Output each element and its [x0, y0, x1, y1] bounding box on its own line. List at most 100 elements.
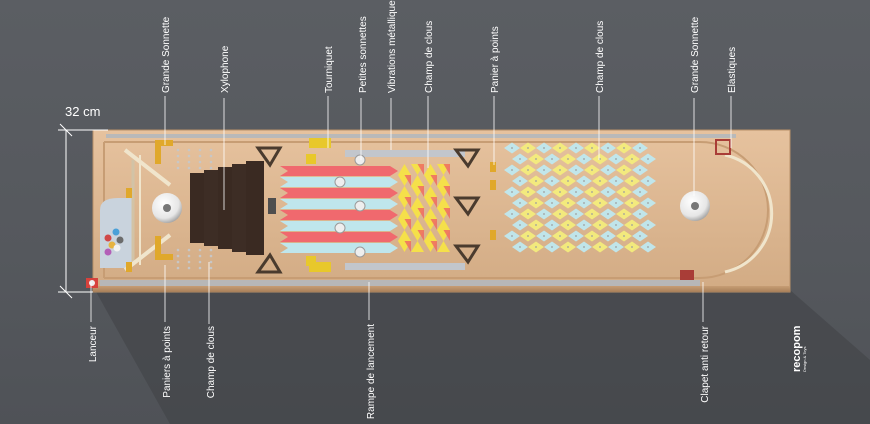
- nail: [591, 191, 593, 193]
- small-bell: [354, 154, 366, 166]
- leader-lines-top: [164, 96, 732, 210]
- nail: [647, 158, 649, 160]
- nail: [575, 147, 577, 149]
- triangle-field: [398, 164, 450, 252]
- logo-subtext: Design & Toys: [802, 347, 807, 373]
- nail: [198, 160, 202, 164]
- nail: [583, 246, 585, 248]
- triangle: [398, 230, 411, 241]
- nail: [209, 160, 213, 164]
- nail: [187, 166, 191, 170]
- nail: [543, 213, 545, 215]
- nail: [551, 180, 553, 182]
- nail: [187, 266, 191, 270]
- vibrations-metalliques-bottom: [345, 263, 465, 270]
- triangle: [411, 219, 424, 230]
- nail: [187, 248, 191, 252]
- nail: [198, 154, 202, 158]
- nail: [551, 224, 553, 226]
- label-lanceur: Lanceur: [88, 325, 99, 362]
- small-bell: [354, 246, 366, 258]
- nail: [631, 202, 633, 204]
- nail: [511, 147, 513, 149]
- nail: [209, 148, 213, 152]
- triangle: [437, 219, 450, 230]
- nail: [519, 158, 521, 160]
- nail: [209, 248, 213, 252]
- nail: [583, 202, 585, 204]
- nail: [575, 213, 577, 215]
- nail: [607, 147, 609, 149]
- triangle-pins-right: [453, 148, 481, 265]
- nail: [527, 169, 529, 171]
- vibrations-metalliques-top: [345, 150, 465, 157]
- triangle: [411, 197, 424, 208]
- recopom-logo: recopom Design & Toys: [791, 325, 807, 372]
- label-panier-a-points: Panier à points: [490, 26, 501, 93]
- nail: [187, 254, 191, 258]
- triangle: [398, 164, 411, 175]
- nail: [623, 191, 625, 193]
- nail: [567, 158, 569, 160]
- nail: [511, 191, 513, 193]
- label-champ-de-clous-bottom: Champ de clous: [206, 326, 217, 398]
- nail: [176, 260, 180, 264]
- panier-a-points-middle: [490, 162, 496, 240]
- nail: [527, 147, 529, 149]
- tourniquet: [306, 138, 331, 272]
- elastiques-rail: [724, 153, 774, 274]
- board-shadow: [95, 290, 870, 424]
- triangle-accent: [404, 175, 411, 186]
- nail: [543, 169, 545, 171]
- label-xylophone: Xylophone: [220, 45, 231, 93]
- nail: [511, 213, 513, 215]
- nail: [567, 202, 569, 204]
- nail: [543, 191, 545, 193]
- leader-lines-bottom: [90, 262, 704, 324]
- triangle-accent: [404, 241, 411, 252]
- label-tourniquet: Tourniquet: [324, 46, 335, 93]
- board-edge: [93, 286, 790, 292]
- labels-top: Grande Sonnette Xylophone Tourniquet Pet…: [161, 0, 738, 93]
- nail: [631, 246, 633, 248]
- triangle-accent: [417, 230, 424, 241]
- triangle: [424, 208, 437, 219]
- grande-sonnette-right-bell: [680, 191, 710, 221]
- label-elastiques: Elastiques: [727, 47, 738, 93]
- nail: [176, 154, 180, 158]
- launcher-knob: [89, 280, 95, 286]
- triangle-accent: [417, 186, 424, 197]
- grande-sonnette-left-bell: [152, 193, 182, 223]
- nail: [551, 158, 553, 160]
- nail: [187, 260, 191, 264]
- diamond-nail-field: [504, 142, 656, 253]
- dimension-marker: 32 cm: [58, 104, 108, 299]
- triangle: [411, 175, 424, 186]
- nail: [583, 158, 585, 160]
- left-bumper-bottom: [123, 233, 172, 272]
- nail: [551, 202, 553, 204]
- stripe: [280, 188, 398, 198]
- nail: [551, 246, 553, 248]
- nail: [607, 169, 609, 171]
- nail: [583, 180, 585, 182]
- nail: [187, 160, 191, 164]
- nail: [198, 254, 202, 258]
- small-bell: [334, 176, 346, 188]
- triangle-accent: [443, 164, 450, 175]
- left-bumper-top: [123, 148, 172, 187]
- triangle-accent: [417, 208, 424, 219]
- nail: [198, 166, 202, 170]
- triangle: [437, 175, 450, 186]
- nail: [187, 148, 191, 152]
- nail: [209, 154, 213, 158]
- nail: [176, 248, 180, 252]
- nail: [631, 158, 633, 160]
- stripe: [280, 166, 398, 176]
- nail: [198, 148, 202, 152]
- xylophone-mallet: [268, 198, 276, 214]
- nail: [615, 158, 617, 160]
- nail: [176, 166, 180, 170]
- triangle-pins-left: [255, 146, 283, 274]
